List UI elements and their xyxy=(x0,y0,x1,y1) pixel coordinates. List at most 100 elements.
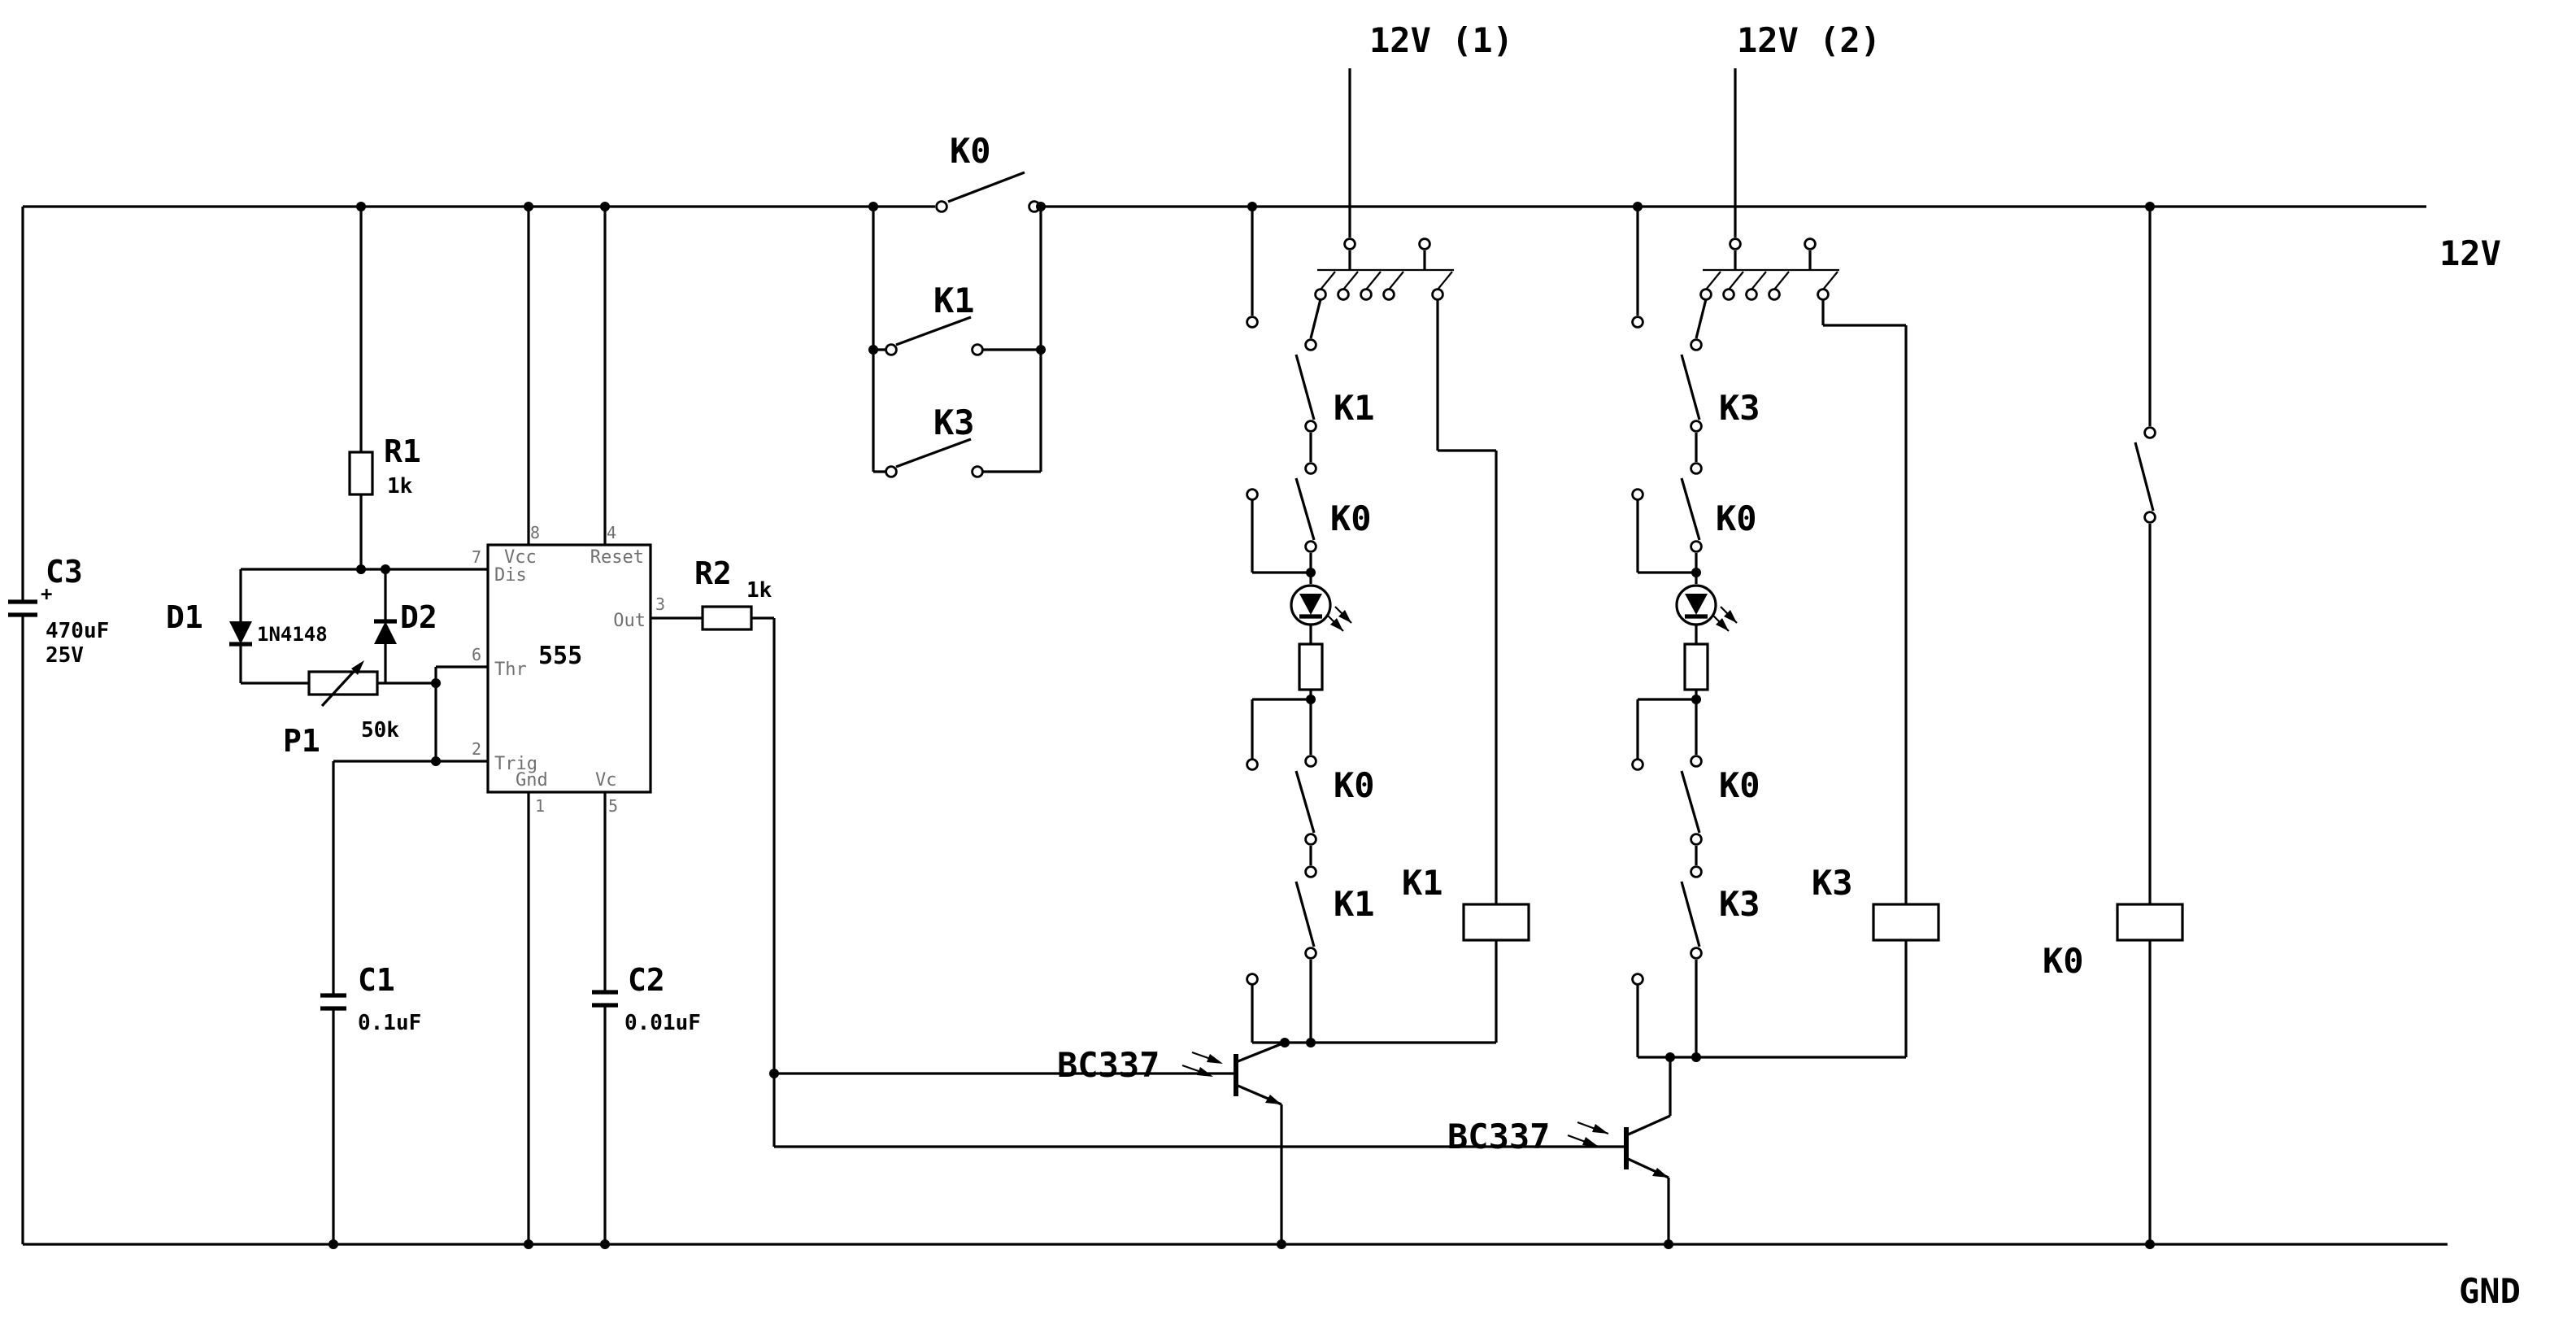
contact-terminal xyxy=(1817,288,1830,301)
c2-ref-label: C2 xyxy=(628,962,665,998)
junction-dot xyxy=(1691,568,1701,577)
contact-terminal xyxy=(2143,511,2156,524)
block-blades xyxy=(1320,271,1453,290)
c1-plates xyxy=(320,993,346,1011)
junction-dot xyxy=(356,202,366,211)
junction-dot xyxy=(1633,202,1643,211)
contact-terminal xyxy=(1304,865,1317,878)
led-arrowhead xyxy=(1330,618,1343,631)
junction-dot xyxy=(600,202,610,211)
junction-dot xyxy=(1280,1038,1290,1047)
contact-terminal xyxy=(1304,755,1317,768)
contact-terminal xyxy=(1690,338,1703,351)
contact-terminal xyxy=(1246,316,1259,329)
contact-ch2-sw2: K0 xyxy=(1680,462,1757,553)
relay-contact-block-1 xyxy=(1314,237,1454,301)
contact-terminal xyxy=(1690,462,1703,475)
q2-emitter xyxy=(1625,1156,1670,1244)
contact-terminal xyxy=(1631,973,1644,986)
junction-dots xyxy=(329,202,2155,1249)
junction-dot xyxy=(1036,345,1046,355)
junction-dot xyxy=(524,1239,533,1249)
p1-value-label: 50k xyxy=(361,718,399,743)
contact-terminal xyxy=(885,343,898,356)
diode-d1: D1 1N4148 xyxy=(166,599,328,647)
junction-dot xyxy=(1664,1239,1673,1249)
contact-terminal xyxy=(1314,288,1327,301)
contact-terminal xyxy=(2143,426,2156,439)
contact-blade xyxy=(1680,477,1701,541)
pin-vcc-label: Vcc xyxy=(504,547,537,568)
junction-dot xyxy=(1306,568,1316,577)
contact-terminal xyxy=(935,200,948,213)
contact-terminal xyxy=(885,465,898,478)
q1-pointer-arrowhead xyxy=(1197,1067,1213,1077)
r1-body xyxy=(348,451,374,496)
junction-dot xyxy=(1306,695,1316,704)
r1-ref-label: R1 xyxy=(384,433,421,469)
contact-terminal xyxy=(1304,947,1317,960)
q1-pointer-arrowhead xyxy=(1207,1054,1223,1064)
q1-collector xyxy=(1235,1041,1286,1064)
led-arrowhead xyxy=(1724,610,1737,623)
contact-blade xyxy=(1680,354,1701,420)
contact-terminal xyxy=(1804,237,1817,250)
supply-1-label: 12V (1) xyxy=(1369,20,1513,60)
q2-label: BC337 xyxy=(1447,1117,1550,1156)
c2-value-label: 0.01uF xyxy=(624,1011,701,1035)
contact-terminal xyxy=(971,465,984,478)
contact-terminal xyxy=(1690,947,1703,960)
contact-ch1-sw3: K0 xyxy=(1295,755,1375,846)
junction-dot xyxy=(524,202,533,211)
ic-555-name: 555 xyxy=(538,642,582,670)
pin-number-6: 6 xyxy=(472,645,481,664)
contact-terminal xyxy=(971,343,984,356)
contact-terminal xyxy=(1745,288,1758,301)
q2-emitter-arrowhead xyxy=(1652,1168,1669,1178)
contact-ch2-sw3: K0 xyxy=(1680,755,1760,846)
c3-voltage-label: 25V xyxy=(46,643,84,668)
k0-coil-body xyxy=(2116,903,2184,942)
contact-terminal xyxy=(1304,338,1317,351)
led-triangle xyxy=(1299,594,1322,615)
supply-2-label: 12V (2) xyxy=(1737,20,1881,60)
junction-dot xyxy=(1691,695,1701,704)
contact-blade xyxy=(895,438,972,468)
junction-dot xyxy=(769,1069,779,1078)
pin-number-4: 4 xyxy=(607,523,616,542)
pin-reset-label: Reset xyxy=(590,547,644,568)
junction-dot xyxy=(868,202,878,211)
contact-blade xyxy=(1295,881,1316,947)
relay-coil-k3: K3 xyxy=(1812,863,1940,942)
d2-ref-label: D2 xyxy=(400,599,437,635)
junction-dot xyxy=(2145,1239,2155,1249)
contact-k3-hold-label: K3 xyxy=(933,403,975,442)
q1-emitter xyxy=(1235,1083,1283,1244)
transistor-q2: BC337 xyxy=(1447,1057,1672,1244)
pin-trig-label: Trig xyxy=(494,754,537,774)
k0-coil-label: K0 xyxy=(2043,941,2084,981)
pin-gnd-label: Gnd xyxy=(516,770,548,790)
k3-coil-label: K3 xyxy=(1812,863,1853,903)
contact-k1-hold-label: K1 xyxy=(933,281,975,320)
k1-coil-body xyxy=(1462,903,1530,942)
contact-blade xyxy=(1680,881,1701,947)
ic-555-body xyxy=(486,543,652,794)
led-circle xyxy=(1675,584,1717,626)
c1-ref-label: C1 xyxy=(358,962,395,998)
contact-terminal xyxy=(1690,833,1703,846)
ch1-sw1-label: K1 xyxy=(1334,388,1375,428)
relay-channel-2: 12V (2) K3 K0 xyxy=(1447,20,1940,1244)
c3-ref-label: C3 xyxy=(46,554,83,590)
k3-coil-body xyxy=(1872,903,1940,942)
contact-terminal xyxy=(1631,316,1644,329)
pin-number-8: 8 xyxy=(530,523,540,542)
contact-terminal xyxy=(1690,540,1703,553)
contact-terminal xyxy=(1768,288,1781,301)
relay-coil-k1: K1 xyxy=(1402,863,1530,942)
led-1 xyxy=(1290,584,1352,632)
r2-value-label: 1k xyxy=(746,578,772,603)
r1-value-label: 1k xyxy=(387,474,413,499)
junction-dot xyxy=(1665,1052,1675,1062)
